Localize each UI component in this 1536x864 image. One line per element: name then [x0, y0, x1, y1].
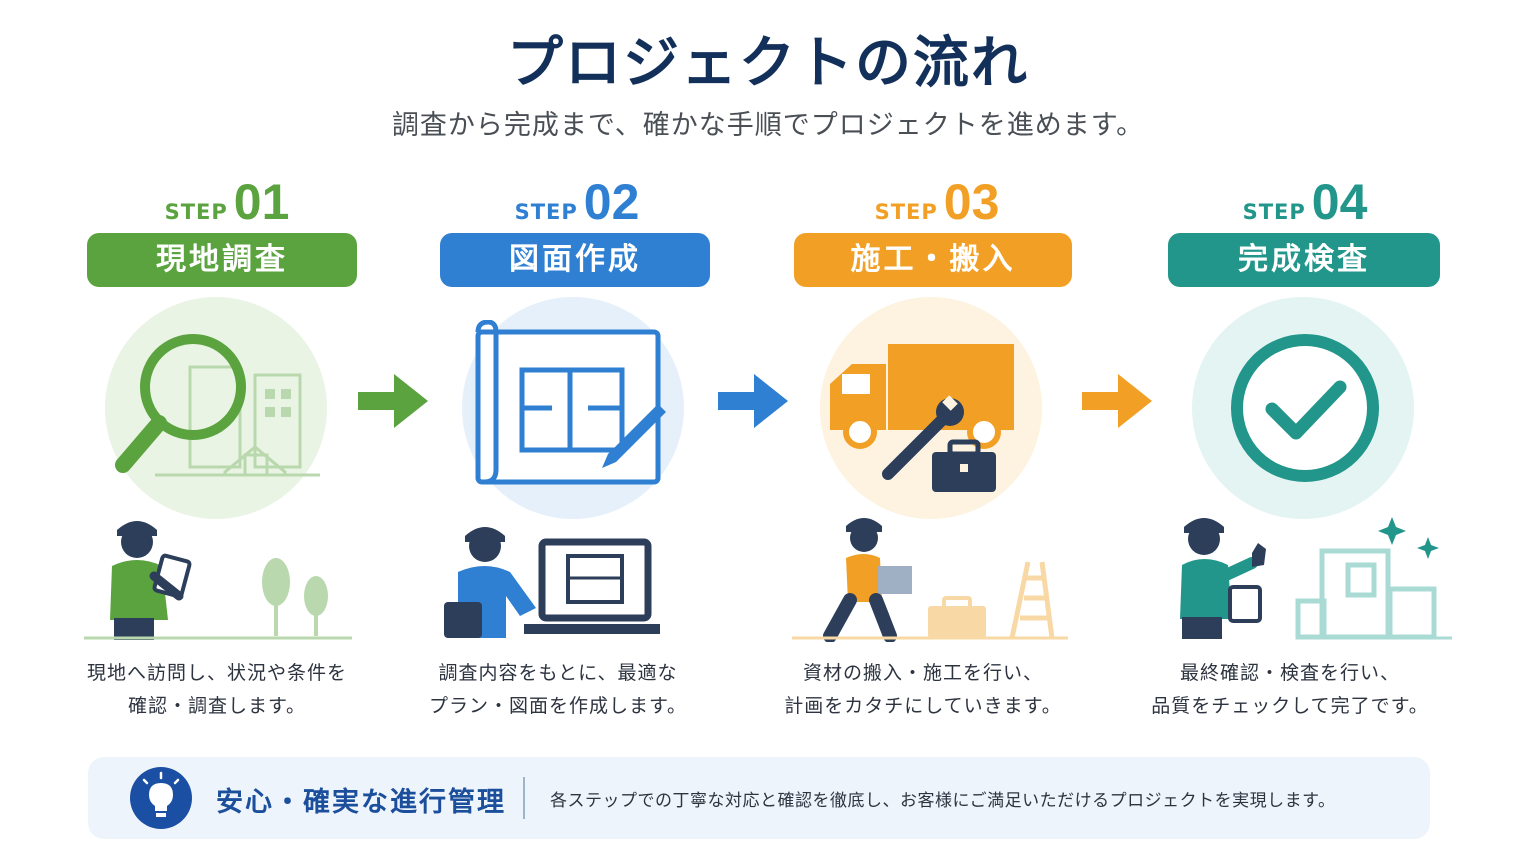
step-1-label: STEP — [164, 200, 228, 224]
blueprint-pencil-icon — [475, 320, 666, 485]
step-1-description: 現地へ訪問し、状況や条件を 確認・調査します。 — [37, 657, 397, 723]
arrow-right-icon-1 — [358, 374, 428, 428]
step-2-title: 図面作成 — [440, 233, 710, 287]
banner-divider — [523, 777, 525, 819]
step-4-number: 04 — [1311, 174, 1368, 230]
page-subtitle: 調査から完成まで、確かな手順でプロジェクトを進めます。 — [391, 110, 1145, 141]
lightbulb-icon — [130, 767, 192, 829]
step-2-desc-line1: 調査内容をもとに、最適な — [438, 662, 678, 684]
step-4-desc-line1: 最終確認・検査を行い、 — [1179, 662, 1400, 684]
step-1-number: 01 — [233, 174, 290, 230]
designer-computer-figure — [444, 527, 660, 638]
step-4-desc-line2: 品質をチェックして完了です。 — [1151, 695, 1429, 717]
worker-carrying-box-figure — [792, 518, 1068, 642]
step-3-label: STEP — [874, 200, 938, 224]
step-3-description: 資材の搬入・施工を行い、 計画をカタチにしていきます。 — [743, 657, 1103, 723]
magnifier-building-icon — [115, 334, 320, 477]
check-circle-icon — [1231, 334, 1379, 482]
step-4-description: 最終確認・検査を行い、 品質をチェックして完了です。 — [1110, 657, 1470, 723]
step-4-title: 完成検査 — [1168, 233, 1440, 287]
step-3-title: 施工・搬入 — [794, 233, 1072, 287]
step-2-number: 02 — [583, 174, 640, 230]
summary-banner — [88, 757, 1430, 839]
banner-title: 安心・確実な進行管理 — [216, 787, 506, 818]
truck-wrench-toolbox-icon — [830, 344, 1014, 492]
step-1-desc-line2: 確認・調査します。 — [127, 695, 307, 717]
banner-text: 各ステップでの丁寧な対応と確認を徹底し、お客様にご満足いただけるプロジェクトを実… — [550, 791, 1336, 811]
inspector-thumbsup-figure — [1180, 517, 1452, 640]
step-2-desc-line2: プラン・図面を作成します。 — [428, 695, 688, 717]
step-2-description: 調査内容をもとに、最適な プラン・図面を作成します。 — [378, 657, 738, 723]
step-3-desc-line2: 計画をカタチにしていきます。 — [784, 695, 1062, 717]
arrow-right-icon-2 — [718, 374, 788, 428]
page-title: プロジェクトの流れ — [507, 31, 1029, 96]
step-4-label: STEP — [1242, 200, 1306, 224]
surveyor-clipboard-figure — [84, 521, 352, 640]
step-3-number: 03 — [943, 174, 1000, 230]
step-1-title: 現地調査 — [87, 233, 357, 287]
arrow-right-icon-3 — [1082, 374, 1152, 428]
step-3-desc-line1: 資材の搬入・施工を行い、 — [802, 662, 1043, 684]
step-1-desc-line1: 現地へ訪問し、状況や条件を — [86, 662, 347, 684]
step-2-label: STEP — [514, 200, 578, 224]
